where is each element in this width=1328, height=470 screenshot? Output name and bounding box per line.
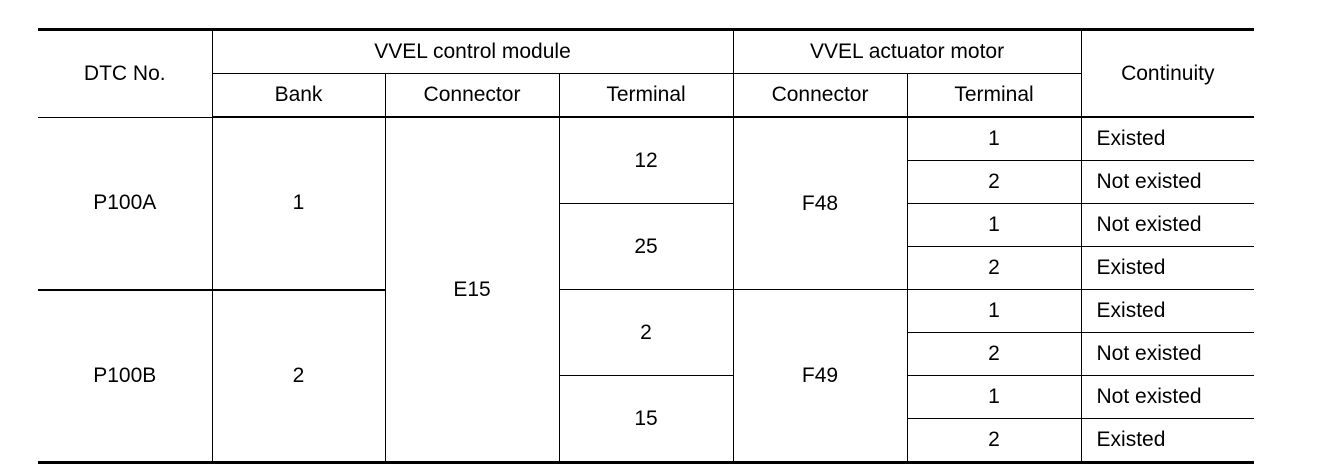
bank-cell: 2: [211, 289, 386, 463]
am-terminal-cell: 1: [906, 203, 1082, 247]
header-am-terminal: Terminal: [906, 73, 1082, 118]
cm-terminal-cell: 12: [558, 116, 734, 204]
am-connector-cell: F49: [732, 289, 908, 463]
header-cm-connector: Connector: [384, 73, 560, 118]
am-terminal-cell: 1: [906, 289, 1082, 333]
continuity-cell: Existed: [1080, 418, 1255, 463]
header-control-module: VVEL control module: [211, 29, 734, 74]
header-bank: Bank: [212, 73, 386, 118]
continuity-cell: Existed: [1080, 246, 1255, 290]
cm-terminal-cell: 2: [558, 289, 734, 376]
dtc-cell: P100A: [38, 116, 213, 291]
cm-connector-cell: E15: [384, 116, 560, 463]
header-actuator-motor: VVEL actuator motor: [732, 29, 1082, 74]
am-terminal-cell: 2: [907, 332, 1082, 376]
am-terminal-cell: 2: [907, 418, 1082, 463]
header-am-connector: Connector: [732, 73, 908, 118]
continuity-cell: Existed: [1080, 289, 1255, 333]
header-cm-terminal: Terminal: [558, 73, 734, 118]
am-terminal-cell: 2: [907, 160, 1082, 204]
continuity-cell: Existed: [1080, 116, 1255, 161]
dtc-cell: P100B: [38, 289, 213, 463]
continuity-cell: Not existed: [1080, 375, 1255, 419]
continuity-cell: Not existed: [1080, 160, 1255, 204]
am-terminal-cell: 1: [906, 375, 1082, 419]
continuity-cell: Not existed: [1080, 332, 1255, 376]
cm-terminal-cell: 25: [559, 203, 734, 290]
am-connector-cell: F48: [732, 116, 908, 290]
cm-terminal-cell: 15: [559, 375, 734, 463]
bank-cell: 1: [211, 116, 386, 291]
header-continuity: Continuity: [1080, 29, 1255, 118]
am-terminal-cell: 1: [906, 116, 1082, 161]
am-terminal-cell: 2: [907, 246, 1082, 290]
header-dtc-no: DTC No.: [38, 29, 213, 118]
continuity-cell: Not existed: [1080, 203, 1255, 247]
dtc-continuity-table: DTC No. VVEL control module VVEL actuato…: [38, 28, 1255, 464]
